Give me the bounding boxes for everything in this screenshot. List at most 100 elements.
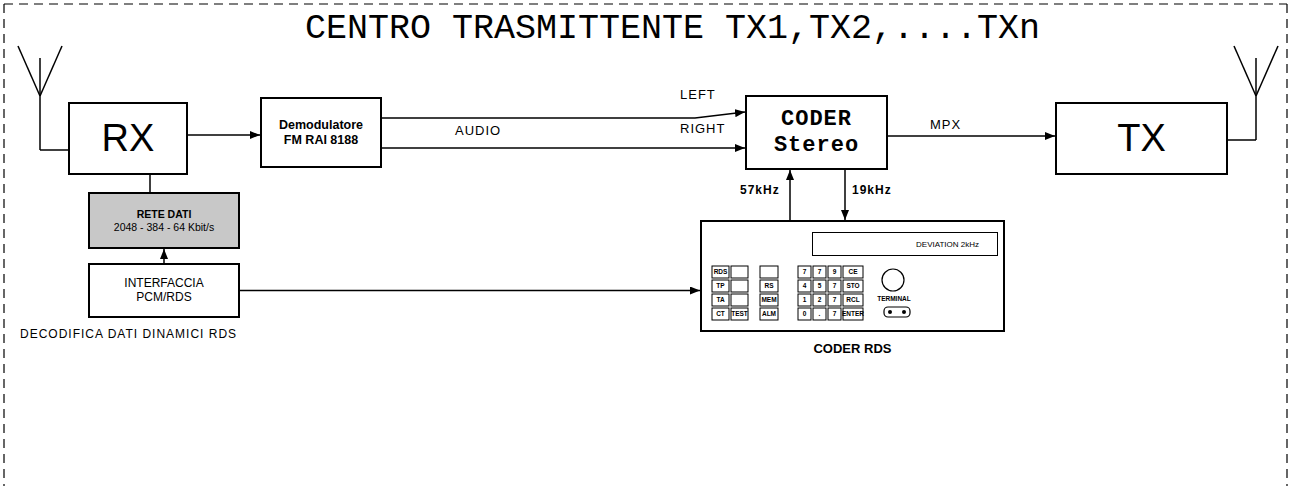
antenna-mast — [39, 58, 41, 150]
keypad-key — [843, 266, 863, 278]
transmitter-box: TX — [1055, 102, 1228, 175]
keypad-key — [828, 308, 841, 320]
box-label: INTERFACCIA PCM/RDS — [114, 277, 214, 305]
key-label: TERMINAL — [872, 295, 916, 304]
terminal-pin — [888, 310, 892, 314]
key-label: 7 — [828, 294, 841, 306]
text-block: Demodulatore FM RAI 8188 — [273, 118, 369, 147]
control-knob — [882, 269, 904, 291]
keypad-key — [731, 266, 748, 278]
key-label: ENTER — [843, 308, 863, 320]
text-block: RX — [102, 117, 155, 161]
dashed-frame — [4, 4, 1287, 486]
key-label: RS — [760, 280, 778, 292]
antenna-arm — [1256, 46, 1278, 96]
keypad-key — [843, 280, 863, 292]
signal-connector — [163, 249, 165, 263]
keypad-key — [798, 266, 811, 278]
key-label: RCL — [843, 294, 863, 306]
keypad-key — [813, 308, 826, 320]
keypad-key — [813, 294, 826, 306]
annotation-text: DECODIFICA DATI DINAMICI RDS — [20, 328, 237, 341]
key-label: 7 — [828, 280, 841, 292]
keypad-key — [798, 294, 811, 306]
key-label: TEST — [731, 308, 748, 320]
signal-label: 19kHz — [852, 184, 892, 197]
display-window: DEVIATION 2kHz — [812, 232, 998, 256]
text-block: INTERFACCIA PCM/RDS — [114, 277, 214, 305]
keypad-key — [712, 280, 729, 292]
key-label: 9 — [828, 266, 841, 278]
keypad-key — [813, 266, 826, 278]
signal-connector — [789, 170, 791, 220]
key-label: CT — [712, 308, 729, 320]
signal-label: LEFT — [680, 88, 716, 102]
display-text: DEVIATION 2kHz — [916, 240, 979, 249]
key-label: 7 — [798, 266, 811, 278]
key-label: TP — [712, 280, 729, 292]
key-label: 7 — [828, 308, 841, 320]
keypad-key — [828, 294, 841, 306]
antenna-arm — [18, 46, 40, 96]
signal-label: MPX — [930, 118, 961, 132]
antenna-symbol — [18, 46, 68, 150]
key-label: CE — [843, 266, 863, 278]
key-label: MEM — [760, 294, 778, 306]
connector-group — [150, 112, 1055, 291]
signal-connector — [240, 290, 700, 292]
keypad — [712, 266, 910, 320]
key-label: . — [813, 308, 826, 320]
diagram-title: CENTRO TRASMITTENTE TX1,TX2,....TXn — [305, 10, 1040, 49]
text-block: CODER Stereo — [762, 107, 872, 158]
device-caption: CODER RDS — [702, 341, 1003, 356]
keypad-key — [798, 280, 811, 292]
key-label: RDS — [712, 266, 729, 278]
key-label: 5 — [813, 280, 826, 292]
frame-line — [1286, 4, 1287, 486]
keypad-key — [712, 266, 729, 278]
antenna-feed — [40, 149, 68, 151]
keypad-key — [731, 308, 748, 320]
keypad-key — [731, 280, 748, 292]
signal-connector — [382, 112, 745, 118]
demodulator-box: Demodulatore FM RAI 8188 — [260, 97, 382, 168]
keypad-key — [712, 294, 729, 306]
key-label: STO — [843, 280, 863, 292]
key-label: TA — [712, 294, 729, 306]
signal-connector — [188, 134, 260, 136]
antenna-arm — [40, 46, 62, 96]
frame-line — [3, 4, 4, 486]
data-network-box: RETE DATI2048 - 384 - 64 Kbit/s — [88, 192, 240, 249]
signal-connector — [149, 175, 151, 192]
box-label: Demodulatore FM RAI 8188 — [273, 118, 369, 147]
keypad-key — [712, 308, 729, 320]
stereo-coder-box: CODER Stereo — [745, 95, 888, 170]
signal-label: RIGHT — [680, 122, 725, 136]
keypad-key — [813, 280, 826, 292]
terminal-pin — [902, 310, 906, 314]
text-block: TX — [1117, 117, 1166, 161]
key-label: 7 — [813, 266, 826, 278]
key-label: ALM — [760, 308, 778, 320]
key-label: 1 — [798, 294, 811, 306]
keypad-key — [760, 308, 778, 320]
annotation-text: AUDIO — [455, 124, 501, 138]
interface-box: INTERFACCIA PCM/RDS — [88, 263, 240, 318]
box-label: 2048 - 384 - 64 Kbit/s — [114, 221, 214, 233]
antenna-symbol — [1228, 46, 1278, 140]
keypad-key — [828, 266, 841, 278]
keypad-key — [731, 294, 748, 306]
box-label: RETE DATI — [114, 208, 214, 220]
frame-line — [4, 3, 1287, 4]
keypad-key — [843, 308, 863, 320]
key-label: 2 — [813, 294, 826, 306]
box-label: TX — [1117, 117, 1166, 161]
terminal-connector — [884, 307, 910, 317]
box-label: CODER Stereo — [762, 107, 872, 158]
text-block: RETE DATI2048 - 384 - 64 Kbit/s — [114, 208, 214, 232]
key-label: 0 — [798, 308, 811, 320]
keypad-key — [843, 294, 863, 306]
keypad-key — [760, 294, 778, 306]
receiver-box: RX — [68, 102, 188, 175]
